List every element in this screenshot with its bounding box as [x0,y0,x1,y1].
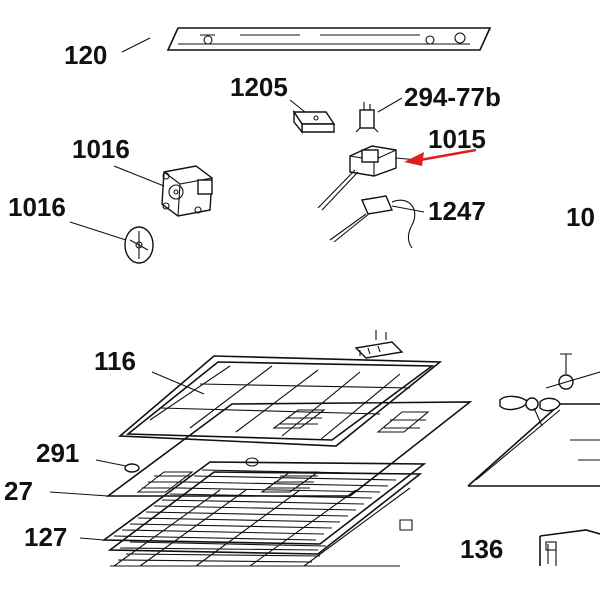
label-1015: 1015 [428,124,486,154]
leader-127 [79,537,105,541]
label-136: 136 [460,534,503,564]
plate-27 [105,401,473,497]
leader-116 [151,371,205,395]
leader-27 [49,491,109,497]
label-291: 291 [36,438,79,468]
motor-1016 [161,165,213,217]
leader-1247 [391,205,425,213]
red-arrowhead-1015 [404,152,424,166]
part-136 [539,529,600,566]
sensor-1247 [329,195,416,249]
label-1016-lower: 1016 [8,192,66,222]
grill-rack-127 [101,461,427,567]
fan-assembly [467,353,600,487]
red-arrow-1015 [419,148,477,162]
top-panel-120 [166,27,492,51]
leader-291 [95,459,127,467]
heating-element-116 [117,330,443,447]
bracket-1205 [292,109,336,134]
leader-294-77b [377,97,403,113]
clip-291 [124,463,140,473]
leader-1016-lower [69,221,127,241]
label-116: 116 [94,346,136,376]
label-294-77b: 294-77b [404,82,501,112]
label-127: 127 [24,522,67,552]
label-27: 27 [4,476,33,506]
leader-1205 [289,99,306,113]
leader-1016-upper [113,165,165,187]
thermostat-1015 [317,145,397,211]
label-1205: 1205 [230,72,288,102]
leader-120 [121,37,151,53]
label-1016-upper: 1016 [72,134,130,164]
fan-disc-1016 [124,226,154,264]
label-120: 120 [64,40,107,70]
part-294-77b [355,102,379,133]
label-10-partial: 10 [566,202,595,232]
label-1247: 1247 [428,196,486,226]
